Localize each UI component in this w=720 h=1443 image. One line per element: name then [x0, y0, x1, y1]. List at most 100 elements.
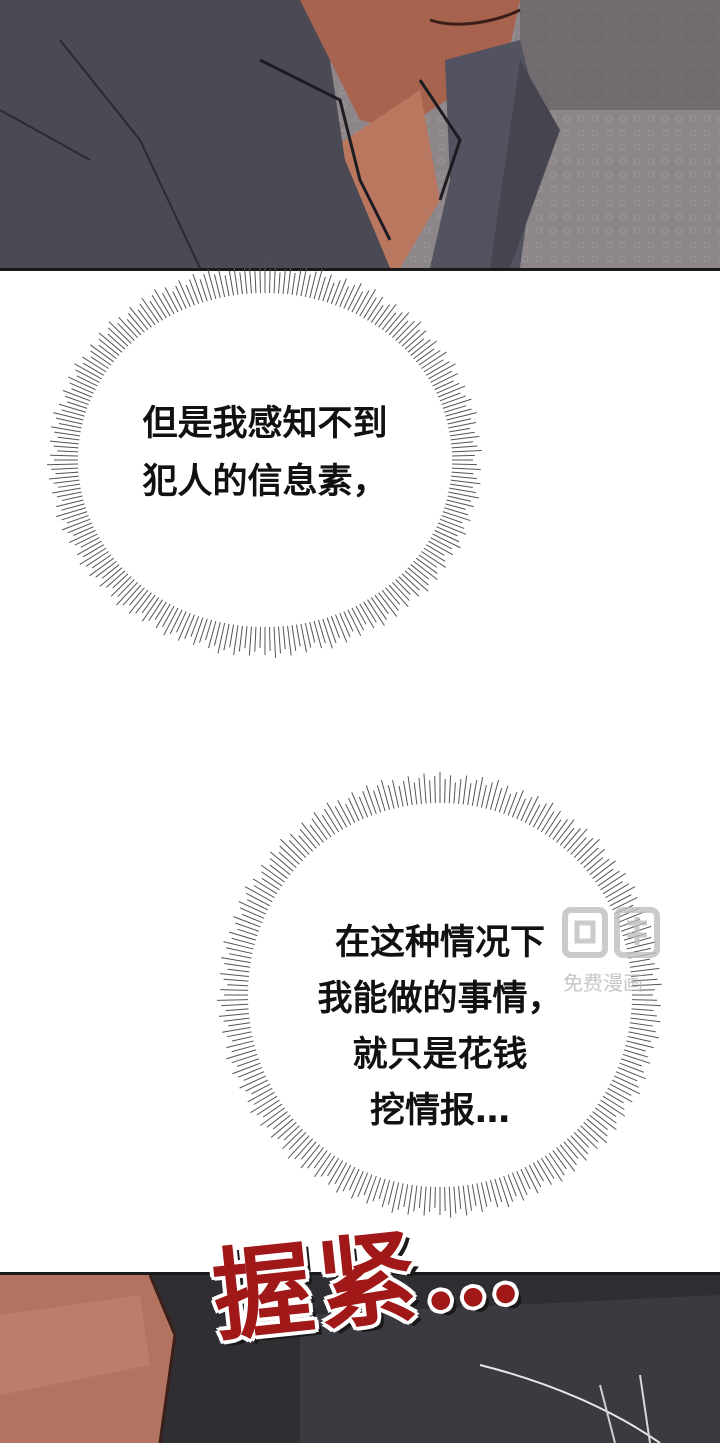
burst-line	[247, 899, 269, 911]
burst-line	[233, 625, 239, 656]
burst-line	[269, 269, 271, 294]
burst-line	[217, 622, 226, 654]
burst-line	[74, 363, 102, 380]
burst-line	[164, 287, 179, 313]
burst-line	[381, 312, 397, 331]
burst-line	[388, 584, 409, 608]
burst-line	[589, 1114, 608, 1131]
burst-line	[68, 529, 96, 544]
burst-line	[192, 617, 204, 646]
burst-line	[53, 479, 80, 484]
burst-line	[241, 913, 263, 924]
burst-line	[273, 265, 276, 294]
burst-line	[446, 412, 477, 421]
burst-line	[237, 928, 258, 937]
burst-line	[62, 390, 91, 402]
burst-line	[330, 615, 340, 638]
burst-line	[192, 274, 204, 303]
burst-line	[485, 1181, 492, 1202]
burst-line	[262, 1103, 283, 1118]
burst-line	[294, 1138, 314, 1160]
burst-line	[563, 828, 581, 849]
burst-line	[272, 1114, 291, 1130]
burst-line	[309, 622, 316, 643]
burst-line	[61, 518, 91, 531]
burst-line	[367, 599, 385, 626]
burst-line	[256, 1099, 280, 1116]
burst-line	[428, 540, 454, 556]
burst-line	[442, 511, 471, 522]
burst-line	[425, 361, 450, 376]
burst-line	[450, 435, 480, 441]
burst-line	[570, 1135, 589, 1155]
burst-line	[444, 1186, 446, 1211]
burst-line	[607, 886, 636, 903]
burst-line	[520, 797, 533, 822]
burst-line	[520, 1168, 531, 1190]
burst-line	[163, 607, 179, 636]
burst-line	[480, 784, 487, 808]
burst-line	[324, 808, 340, 833]
burst-line	[141, 597, 160, 622]
burst-line	[556, 1147, 576, 1172]
burst-line	[448, 422, 477, 429]
burst-line	[47, 463, 79, 466]
burst-line	[223, 978, 249, 982]
burst-line	[428, 363, 456, 380]
burst-line	[398, 321, 422, 344]
burst-line	[304, 622, 312, 648]
burst-line	[451, 445, 478, 449]
burst-line	[511, 1172, 525, 1201]
burst-line	[471, 780, 478, 806]
burst-line	[343, 284, 356, 309]
burst-line	[259, 626, 261, 648]
burst-line	[631, 1003, 661, 1007]
burst-line	[243, 267, 248, 294]
burst-line	[61, 511, 88, 521]
burst-line	[139, 303, 156, 326]
burst-line	[80, 537, 100, 548]
burst-line	[401, 329, 420, 347]
burst-line	[536, 802, 554, 830]
burst-line	[335, 1164, 352, 1193]
burst-line	[226, 1040, 254, 1049]
burst-line	[363, 601, 377, 623]
burst-line	[112, 573, 129, 589]
burst-line	[232, 1062, 261, 1075]
burst-line	[99, 567, 123, 587]
burst-line	[494, 1178, 503, 1203]
burst-line	[615, 1071, 638, 1082]
burst-line	[248, 626, 252, 656]
burst-line	[277, 1121, 297, 1140]
comic-panel-bottom	[0, 1272, 720, 1443]
burst-line	[58, 483, 81, 488]
burst-line	[55, 417, 83, 425]
bubble-2-line-4: 挖情报…	[369, 1091, 510, 1131]
burst-line	[451, 463, 477, 466]
burst-line	[476, 777, 484, 807]
burst-line	[398, 785, 404, 807]
character-shirt-illustration	[0, 0, 720, 268]
burst-line	[76, 540, 102, 556]
burst-line	[334, 1162, 348, 1185]
burst-line	[418, 1186, 422, 1209]
burst-line	[451, 449, 482, 453]
burst-line	[227, 968, 250, 973]
burst-line	[89, 344, 115, 363]
burst-line	[630, 1017, 661, 1023]
burst-line	[129, 587, 145, 606]
burst-line	[583, 848, 606, 869]
burst-line	[231, 937, 255, 946]
burst-line	[559, 827, 575, 846]
burst-line	[355, 605, 367, 625]
burst-line	[53, 412, 84, 421]
burst-line	[221, 1003, 249, 1007]
watermark-logo-icon	[562, 907, 660, 958]
burst-line	[451, 475, 478, 480]
burst-line	[413, 1185, 418, 1212]
burst-line	[403, 1184, 409, 1208]
burst-line	[583, 1121, 608, 1144]
burst-line	[220, 989, 249, 991]
burst-line	[372, 1177, 382, 1202]
burst-line	[270, 1118, 294, 1138]
